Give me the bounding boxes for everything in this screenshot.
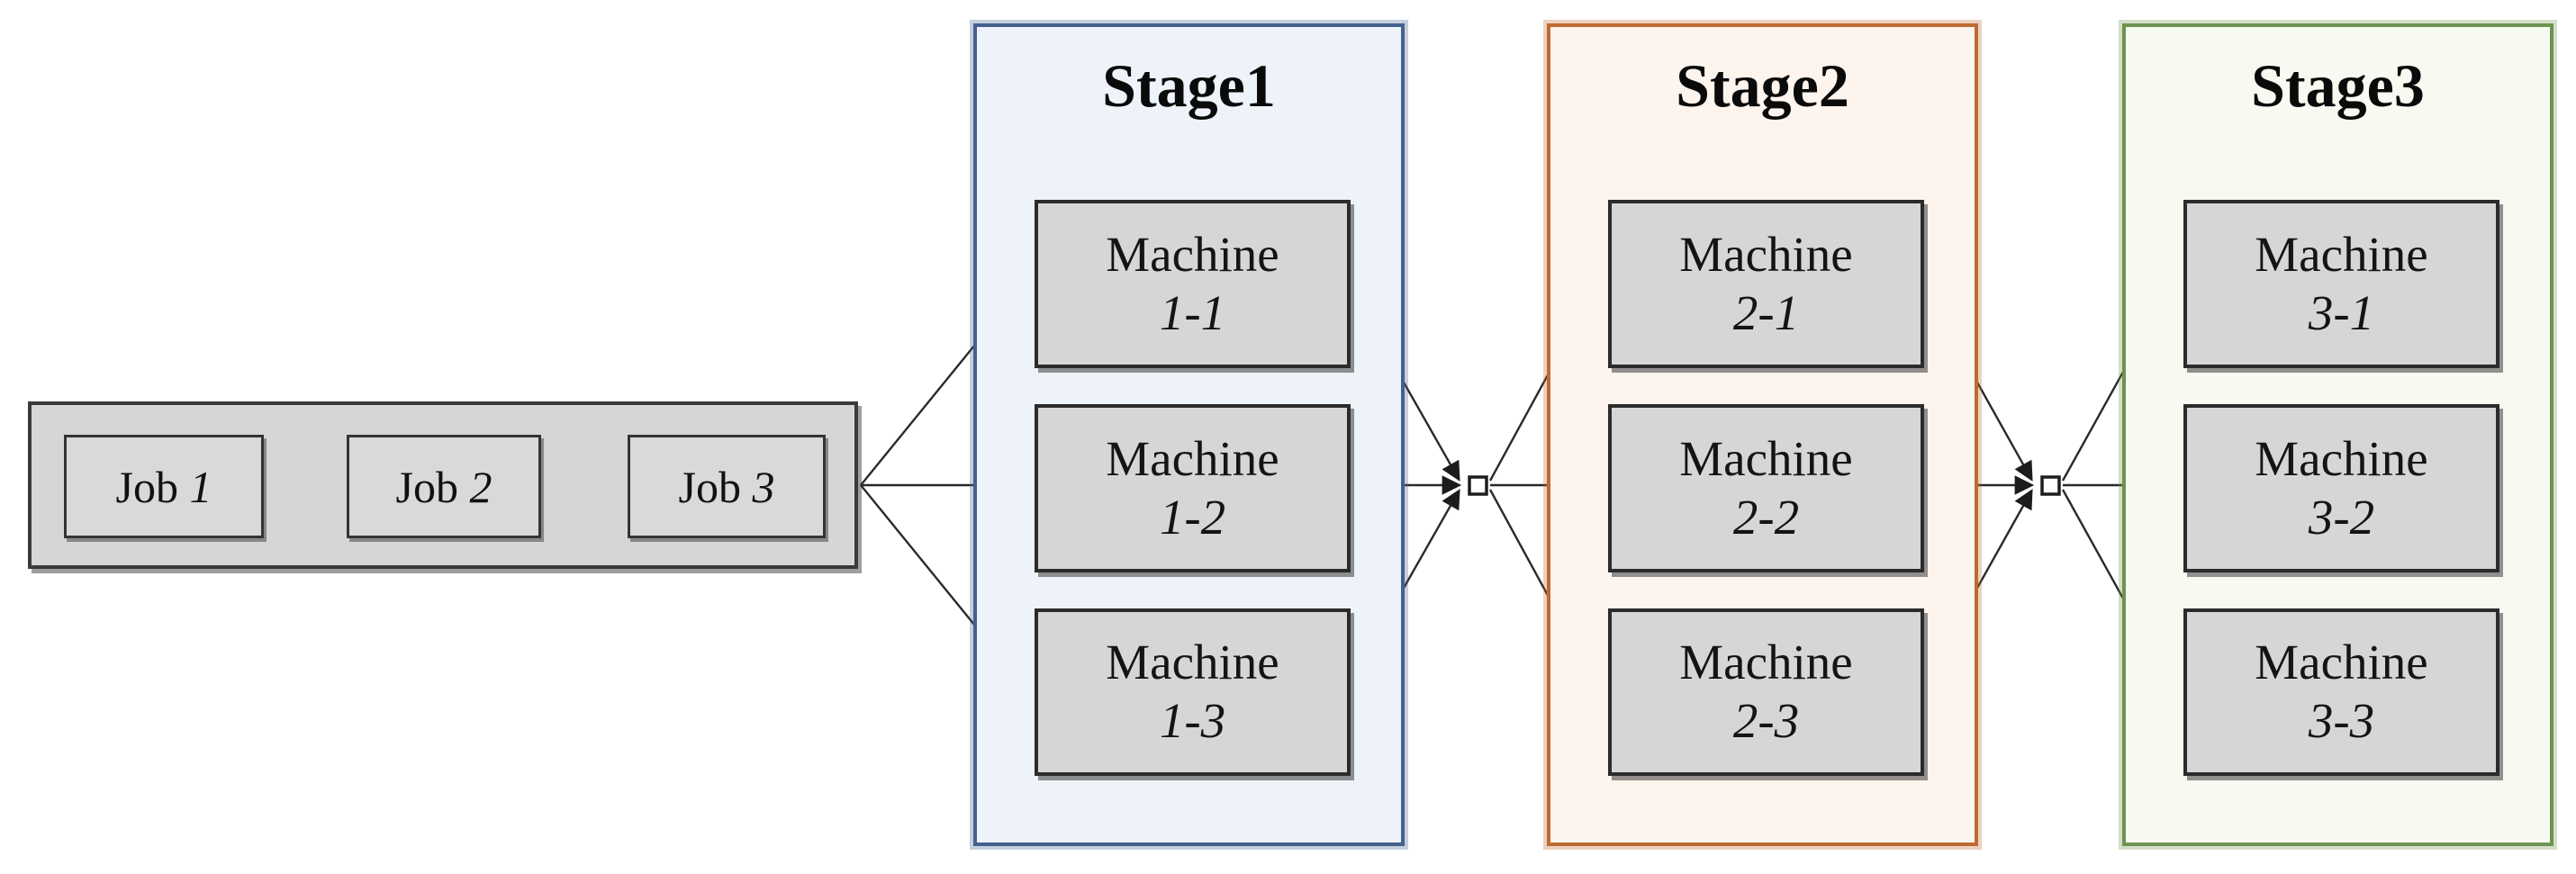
machine-id: 3-1 (2308, 284, 2375, 340)
machine-box-2-2: Machine 2-2 (1608, 404, 1924, 572)
job-box-3: Job 3 (628, 435, 826, 538)
job-label: Job 2 (395, 461, 493, 512)
machine-name: Machine (1106, 430, 1279, 486)
machine-box-3-1: Machine 3-1 (2183, 200, 2499, 368)
machine-id: 1-2 (1159, 489, 1226, 545)
machine-name: Machine (1679, 635, 1853, 690)
machine-name: Machine (1679, 226, 1853, 282)
job-label: Job 1 (115, 461, 212, 512)
machine-name: Machine (2255, 635, 2428, 690)
machine-id: 1-1 (1159, 284, 1226, 340)
machine-name: Machine (2255, 226, 2428, 282)
stage-panel-2: Stage2 Machine 2-1 Machine 2-2 Machine 2… (1543, 20, 1982, 850)
machine-name: Machine (1106, 226, 1279, 282)
machine-box-1-1: Machine 1-1 (1035, 200, 1351, 368)
stage-title: Stage3 (2251, 51, 2425, 120)
job-box-2: Job 2 (347, 435, 541, 538)
machine-id: 1-3 (1159, 693, 1226, 748)
stage-panel-1: Stage1 Machine 1-1 Machine 1-2 Machine 1… (970, 20, 1408, 850)
machine-box-2-1: Machine 2-1 (1608, 200, 1924, 368)
jobs-panel: Job 1 Job 2 Job 3 (28, 401, 858, 569)
machine-box-1-3: Machine 1-3 (1035, 608, 1351, 776)
machine-name: Machine (1679, 430, 1853, 486)
stage-panel-3: Stage3 Machine 3-1 Machine 3-2 Machine 3… (2119, 20, 2557, 850)
machine-box-3-2: Machine 3-2 (2183, 404, 2499, 572)
machine-id: 2-3 (1732, 693, 1800, 748)
junction-node-2 (2040, 475, 2061, 496)
machine-id: 2-1 (1732, 284, 1800, 340)
junction-node-1 (1468, 475, 1488, 496)
job-label: Job 3 (678, 461, 775, 512)
machine-box-2-3: Machine 2-3 (1608, 608, 1924, 776)
machine-id: 3-3 (2308, 693, 2375, 748)
machine-id: 3-2 (2308, 489, 2375, 545)
stage-title: Stage2 (1676, 51, 1849, 120)
stage-title: Stage1 (1102, 51, 1276, 120)
job-box-1: Job 1 (64, 435, 264, 538)
machine-name: Machine (1106, 635, 1279, 690)
machine-box-3-3: Machine 3-3 (2183, 608, 2499, 776)
machine-id: 2-2 (1732, 489, 1800, 545)
machine-box-1-2: Machine 1-2 (1035, 404, 1351, 572)
machine-name: Machine (2255, 430, 2428, 486)
